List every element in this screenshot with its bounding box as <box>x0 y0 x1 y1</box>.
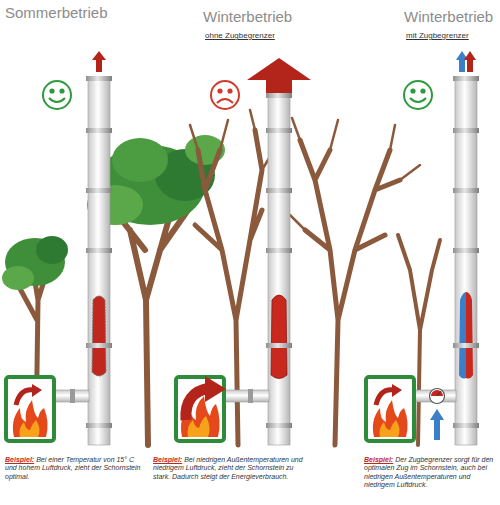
pipe-ring <box>266 423 292 428</box>
pipe-ring <box>453 128 479 133</box>
caption-lead: Beispiel: <box>5 456 34 463</box>
column-title: Winterbetrieb <box>203 8 292 25</box>
column-title: Winterbetrieb <box>404 8 493 25</box>
trees <box>2 110 440 445</box>
pipe-ring <box>453 76 479 81</box>
stove <box>6 377 54 441</box>
smiley-sad <box>211 81 239 109</box>
smiley-happy <box>404 81 432 109</box>
stove <box>176 376 226 441</box>
pipe-ring <box>266 188 292 193</box>
caption-block: Beispiel:Bei niedrigen Außentemperaturen… <box>153 456 303 481</box>
pipe-ring <box>86 188 112 193</box>
column-title: Sommerbetrieb <box>5 4 108 21</box>
caption-lead: Beispiel: <box>153 456 182 463</box>
pipe-ring <box>86 248 112 253</box>
pipe-ring <box>266 93 292 98</box>
caption-block: Beispiel:Der Zugbegrenzer sorgt für den … <box>364 456 494 490</box>
pipe-ring <box>266 248 292 253</box>
chimneys <box>88 51 477 445</box>
pipe-ring <box>86 128 112 133</box>
caption-lead: Beispiel: <box>364 456 393 463</box>
smiley-happy <box>43 81 71 109</box>
pipe-ring <box>266 128 292 133</box>
pipe-ring <box>453 248 479 253</box>
pipe-ring <box>86 343 112 348</box>
pipe-ring <box>70 389 75 403</box>
column-subtitle: mit Zugbegrenzer <box>406 31 469 40</box>
caption-block: Beispiel:Bei einer Temperatur von 15° C … <box>5 456 143 481</box>
pipe-ring <box>86 76 112 81</box>
pipe-ring <box>453 343 479 348</box>
stove <box>366 377 414 441</box>
pipe-ring <box>86 423 112 428</box>
column-subtitle: ohne Zugbegrenzer <box>205 31 275 40</box>
pipe-ring <box>266 343 292 348</box>
pipe-ring <box>453 423 479 428</box>
pipe-ring <box>453 188 479 193</box>
pipe-ring <box>248 389 253 403</box>
